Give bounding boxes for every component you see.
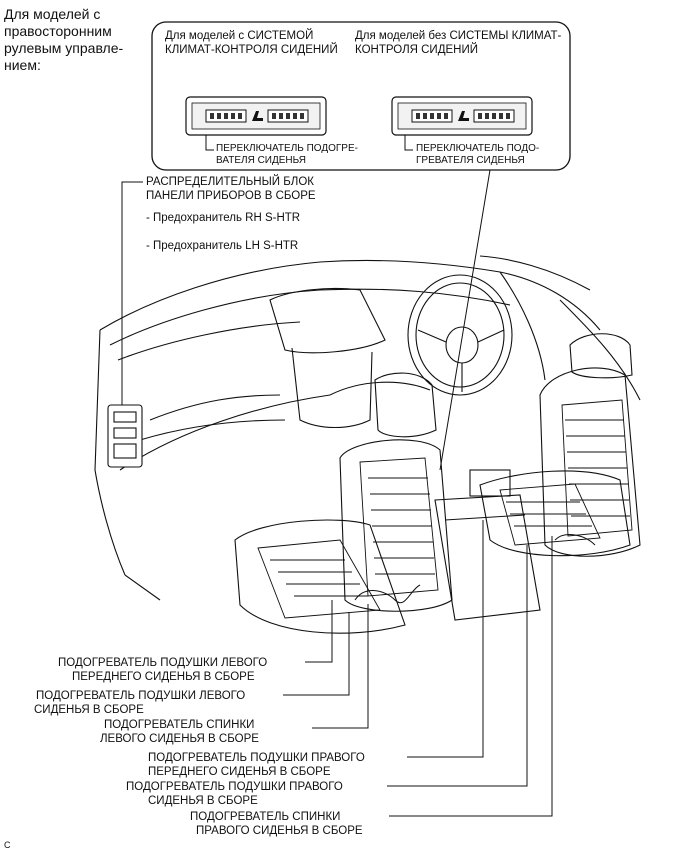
with-seat-climate-title: Для моделей с СИСТЕМОЙ КЛИМАТ-КОНТРОЛЯ С… <box>165 30 338 56</box>
seat-heater-switch-label-2: ПЕРЕКЛЮЧАТЕЛЬ ПОДО- ГРЕВАТЕЛЯ СИДЕНЬЯ <box>416 143 539 167</box>
fuse-rh-label: - Предохранитель RH S-HTR <box>146 212 301 224</box>
seat-heater-switch-panel-without-system <box>391 96 533 136</box>
callout-1-line1: ПОДОГРЕВАТЕЛЬ ПОДУШКИ ЛЕВОГО <box>36 690 246 702</box>
seat-heater-switch-label-1: ПЕРЕКЛЮЧАТЕЛЬ ПОДОГРЕ- ВАТЕЛЯ СИДЕНЬЯ <box>216 143 358 167</box>
callout-0-line1: ПОДОГРЕВАТЕЛЬ ПОДУШКИ ЛЕВОГО <box>58 657 268 669</box>
right-seat-heater-grid <box>499 399 633 546</box>
corner-mark: C <box>4 840 11 850</box>
seat-heater-switch-label-2-line2: ГРЕВАТЕЛЯ СИДЕНЬЯ <box>416 155 525 166</box>
right-seatback-heater-label: ПОДОГРЕВАТЕЛЬ СПИНКИ ПРАВОГО СИДЕНЬЯ В С… <box>190 810 363 838</box>
dashboard-outline <box>94 255 641 601</box>
callout-2-line1: ПОДОГРЕВАТЕЛЬ СПИНКИ <box>104 719 255 731</box>
junction-block-label-line1: РАСПРЕДЕЛИТЕЛЬНЫЙ БЛОК <box>146 176 314 188</box>
left-seat-heater-grid <box>257 457 439 619</box>
left-front-cushion-heater-label: ПОДОГРЕВАТЕЛЬ ПОДУШКИ ЛЕВОГО ПЕРЕДНЕГО С… <box>58 656 267 684</box>
steering-wheel <box>407 274 513 396</box>
callout-4-line2: СИДЕНЬЯ В СБОРЕ <box>148 795 258 807</box>
center-console <box>434 469 541 621</box>
left-front-seat <box>234 372 453 634</box>
callout-5-line2: ПРАВОГО СИДЕНЬЯ В СБОРЕ <box>196 825 363 837</box>
callout-5-line1: ПОДОГРЕВАТЕЛЬ СПИНКИ <box>190 811 341 823</box>
left-seatback-heater-label: ПОДОГРЕВАТЕЛЬ СПИНКИ ЛЕВОГО СИДЕНЬЯ В СБ… <box>100 718 259 746</box>
callout-3-line1: ПОДОГРЕВАТЕЛЬ ПОДУШКИ ПРАВОГО <box>148 752 365 764</box>
fuse-lh-label: - Предохранитель LH S-HTR <box>146 240 299 252</box>
seat-heater-switch-label-1-line1: ПЕРЕКЛЮЧАТЕЛЬ ПОДОГРЕ- <box>216 143 358 154</box>
callout-leaders <box>283 520 553 817</box>
without-seat-climate-title: Для моделей без СИСТЕМЫ КЛИМАТ-КОНТРОЛЯ … <box>355 30 562 56</box>
junction-block-label-line2: ПАНЕЛИ ПРИБОРОВ В СБОРЕ <box>146 190 316 202</box>
callout-2-line2: ЛЕВОГО СИДЕНЬЯ В СБОРЕ <box>100 733 259 745</box>
right-front-seat <box>479 333 641 557</box>
seat-heater-switch-label-1-line2: ВАТЕЛЯ СИДЕНЬЯ <box>216 155 306 166</box>
seat-heater-switch-panel-with-system <box>185 96 327 136</box>
right-front-cushion-heater-label: ПОДОГРЕВАТЕЛЬ ПОДУШКИ ПРАВОГО ПЕРЕДНЕГО … <box>148 751 365 779</box>
junction-block-label: РАСПРЕДЕЛИТЕЛЬНЫЙ БЛОК ПАНЕЛИ ПРИБОРОВ В… <box>146 175 316 203</box>
left-seat-cushion-heater-label: ПОДОГРЕВАТЕЛЬ ПОДУШКИ ЛЕВОГО СИДЕНЬЯ В С… <box>34 689 246 717</box>
seat-heater-switch-label-2-line1: ПЕРЕКЛЮЧАТЕЛЬ ПОДО- <box>416 143 540 154</box>
right-seat-cushion-heater-label: ПОДОГРЕВАТЕЛЬ ПОДУШКИ ПРАВОГО СИДЕНЬЯ В … <box>126 780 343 808</box>
junction-block <box>107 404 143 468</box>
rhd-models-note: Для моделей с правосторонним рулевым упр… <box>4 6 124 73</box>
callout-1-line2: СИДЕНЬЯ В СБОРЕ <box>34 704 144 716</box>
callout-3-line2: ПЕРЕДНЕГО СИДЕНЬЯ В СБОРЕ <box>148 766 331 778</box>
callout-0-line2: ПЕРЕДНЕГО СИДЕНЬЯ В СБОРЕ <box>72 671 255 683</box>
callout-4-line1: ПОДОГРЕВАТЕЛЬ ПОДУШКИ ПРАВОГО <box>126 781 343 793</box>
seat-wiring <box>354 534 596 604</box>
inset-frame <box>151 21 571 171</box>
